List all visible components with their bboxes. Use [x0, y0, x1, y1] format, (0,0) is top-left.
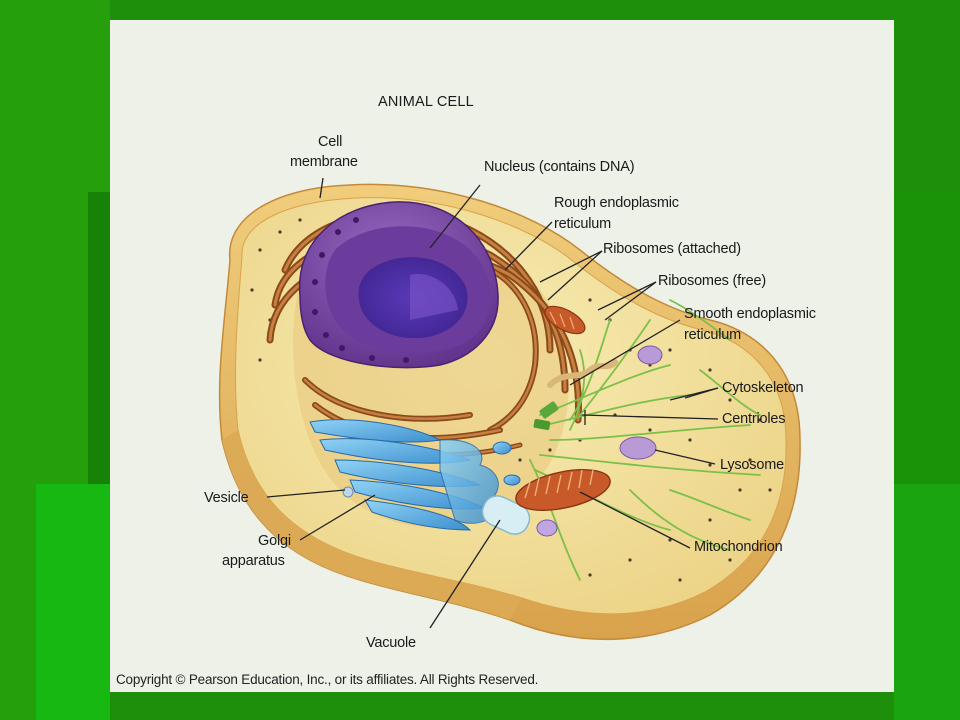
- golgi-apparatus-shape: [309, 419, 521, 531]
- leader-lines: [266, 177, 719, 629]
- label-smooth-er-line2: reticulum: [684, 327, 742, 343]
- slide-background-left-lower: [36, 484, 110, 720]
- centrioles-shape: [533, 401, 559, 430]
- ribosome-dots: [250, 218, 772, 582]
- slide-background-right-lower: [894, 484, 960, 720]
- nucleus-shape: [298, 201, 499, 369]
- label-cytoskeleton: Cytoskeleton: [722, 380, 804, 396]
- figure-title: ANIMAL CELL: [378, 94, 474, 110]
- label-lysosome: Lysosome: [720, 457, 784, 473]
- label-ribosomes-free: Ribosomes (free): [658, 273, 766, 289]
- label-mitochondrion: Mitochondrion: [694, 539, 783, 555]
- lysosome-shape: [536, 345, 663, 537]
- label-rough-er-line1: Rough endoplasmic: [554, 195, 679, 211]
- label-cell-membrane-line2: membrane: [290, 154, 358, 170]
- label-golgi-line2: apparatus: [222, 553, 285, 569]
- animal-cell-illustration: [218, 177, 801, 641]
- figure-panel: ANIMAL CELL Cell membrane Nucleus (conta…: [110, 20, 894, 692]
- label-smooth-er-line1: Smooth endoplasmic: [684, 306, 816, 322]
- vesicle-shape: [342, 486, 354, 498]
- smooth-er-shape: [547, 359, 618, 388]
- label-vacuole: Vacuole: [366, 635, 416, 651]
- label-ribosomes-attached: Ribosomes (attached): [603, 241, 741, 257]
- label-cell-membrane-line1: Cell: [318, 134, 343, 150]
- vacuole-shape: [481, 495, 531, 535]
- mitochondrion-shape: [515, 305, 611, 511]
- label-nucleus: Nucleus (contains DNA): [484, 159, 635, 175]
- copyright-notice: Copyright © Pearson Education, Inc., or …: [116, 672, 539, 687]
- label-centrioles: Centrioles: [722, 411, 786, 427]
- label-rough-er-line2: reticulum: [554, 216, 612, 232]
- label-golgi-line1: Golgi: [258, 533, 291, 549]
- label-vesicle: Vesicle: [204, 490, 249, 506]
